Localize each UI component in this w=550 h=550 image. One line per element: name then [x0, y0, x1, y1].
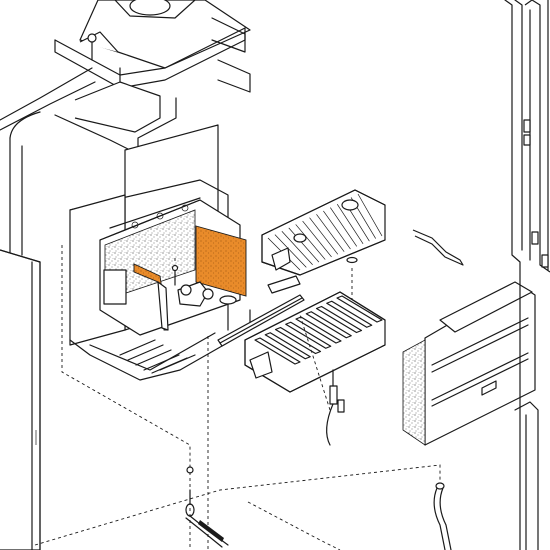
- burner-bar: [305, 311, 352, 339]
- fin: [323, 210, 351, 250]
- fin: [330, 207, 358, 247]
- highlighted-insulation-panels: [133, 225, 247, 331]
- burner-bar: [254, 337, 301, 365]
- ignition-electrode: [326, 369, 345, 446]
- burner-bar: [295, 316, 342, 344]
- side-frame-rail: [504, 0, 550, 550]
- main-burner: [244, 291, 386, 393]
- front-cover-panel: [402, 281, 536, 446]
- burner-bar: [285, 321, 332, 349]
- burner-bars: [254, 295, 383, 365]
- burner-bar: [274, 326, 322, 355]
- chamber-floor-slots: [119, 339, 196, 374]
- gas-supply-pipe: [185, 466, 229, 548]
- assembly-guide-lines: [34, 245, 441, 550]
- burner-rail: [217, 275, 305, 347]
- fin: [288, 227, 320, 263]
- burner-bar: [315, 305, 363, 334]
- water-pipe: [433, 482, 452, 550]
- burner-bar: [336, 295, 383, 323]
- burner-bar: [264, 332, 311, 360]
- fin: [295, 224, 326, 260]
- flue-hood: [54, 0, 251, 93]
- fin: [316, 214, 345, 252]
- fin: [357, 193, 383, 237]
- burner-bar: [326, 300, 373, 328]
- fin: [274, 234, 307, 268]
- side-insulation-panel: [133, 263, 169, 331]
- fin: [336, 203, 364, 245]
- retaining-bracket: [412, 229, 464, 266]
- fin: [302, 220, 332, 258]
- fin: [309, 217, 339, 255]
- rear-insulation-panel: [195, 225, 247, 297]
- gas-valve: [171, 264, 237, 307]
- heat-exchanger: [261, 189, 386, 276]
- boiler-casing: [0, 67, 96, 550]
- fin: [281, 230, 313, 266]
